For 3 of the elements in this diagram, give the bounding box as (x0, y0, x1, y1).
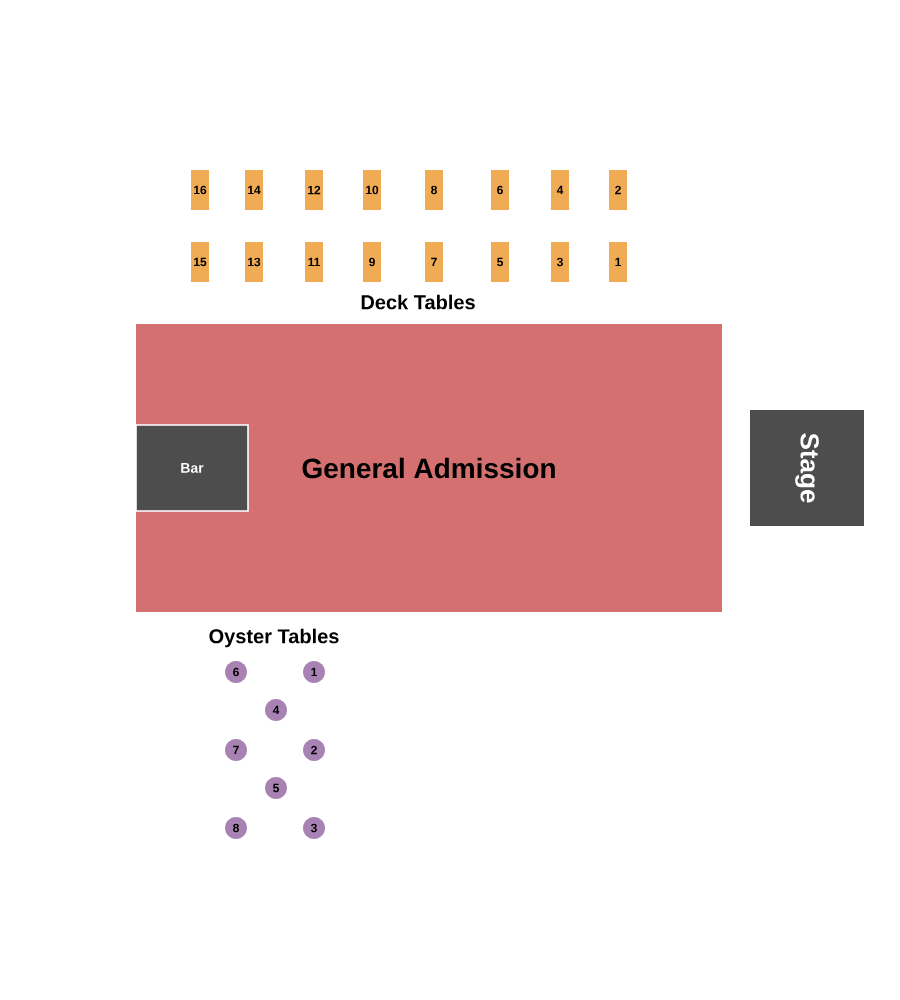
section-label: Deck Tables (361, 294, 475, 310)
stage: Stage (750, 410, 864, 526)
section-label: Oyster Tables (209, 628, 339, 648)
